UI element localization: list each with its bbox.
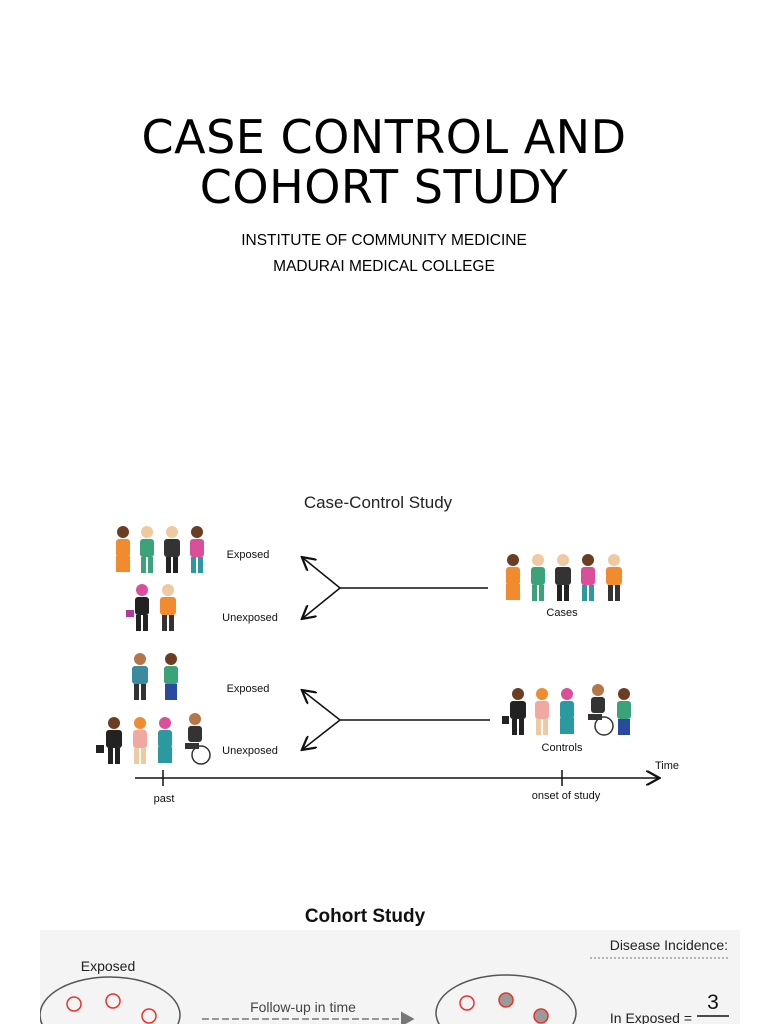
cohort-title: Cohort Study xyxy=(305,906,426,927)
unexposed-label-bottom: Unexposed xyxy=(222,745,278,757)
controls-label: Controls xyxy=(542,742,583,754)
diseased-person-marker xyxy=(498,992,514,1008)
controls-exposed-arrow xyxy=(303,691,341,721)
controls-unexposed-arrow xyxy=(303,719,341,749)
healthy-person-marker xyxy=(105,993,121,1009)
slide-title: CASE CONTROL AND COHORT STUDY xyxy=(0,112,768,212)
cohort-diagram: Cohort Study Exposed Follow-up in time D… xyxy=(40,906,740,1024)
onset-label: onset of study xyxy=(532,790,601,802)
diseased-person-marker xyxy=(533,1008,549,1024)
incidence-numerator: 3 xyxy=(707,991,719,1014)
healthy-person-marker xyxy=(459,995,475,1011)
past-label: past xyxy=(154,793,175,805)
cases-label: Cases xyxy=(546,607,578,619)
slide-title-line1: CASE CONTROL AND xyxy=(141,110,627,164)
followup-label: Follow-up in time xyxy=(250,999,356,1015)
cases-unexposed-arrow xyxy=(303,587,341,618)
case-control-diagram: Case-Control Study Exposed Unexposed Cas… xyxy=(96,493,679,805)
exposed-group-people-1 xyxy=(116,526,204,573)
followup-cohort-ellipse xyxy=(435,974,577,1024)
unexposed-group-people-2 xyxy=(96,713,211,765)
institute-name: INSTITUTE OF COMMUNITY MEDICINE xyxy=(241,232,527,249)
healthy-person-marker xyxy=(66,996,82,1012)
unexposed-group-people-1 xyxy=(126,584,176,631)
exposed-label-bottom: Exposed xyxy=(227,683,270,695)
cases-group-people xyxy=(506,554,622,601)
cohort-exposed-label: Exposed xyxy=(81,958,135,974)
disease-incidence-label: Disease Incidence: xyxy=(610,937,728,953)
exposed-label-top: Exposed xyxy=(227,549,270,561)
controls-group-people xyxy=(502,684,631,736)
exposed-cohort-ellipse xyxy=(40,976,181,1024)
slide-subtitle: INSTITUTE OF COMMUNITY MEDICINE MADURAI … xyxy=(0,228,768,280)
time-label: Time xyxy=(655,760,679,772)
college-name: MADURAI MEDICAL COLLEGE xyxy=(273,258,495,275)
unexposed-label-top: Unexposed xyxy=(222,612,278,624)
slide-title-line2: COHORT STUDY xyxy=(199,160,569,214)
in-exposed-label: In Exposed = xyxy=(610,1010,692,1024)
case-control-title: Case-Control Study xyxy=(304,493,453,512)
exposed-group-people-2 xyxy=(132,653,178,700)
healthy-person-marker xyxy=(141,1008,157,1024)
cases-exposed-arrow xyxy=(303,558,341,589)
cohort-panel-background xyxy=(40,930,740,1024)
